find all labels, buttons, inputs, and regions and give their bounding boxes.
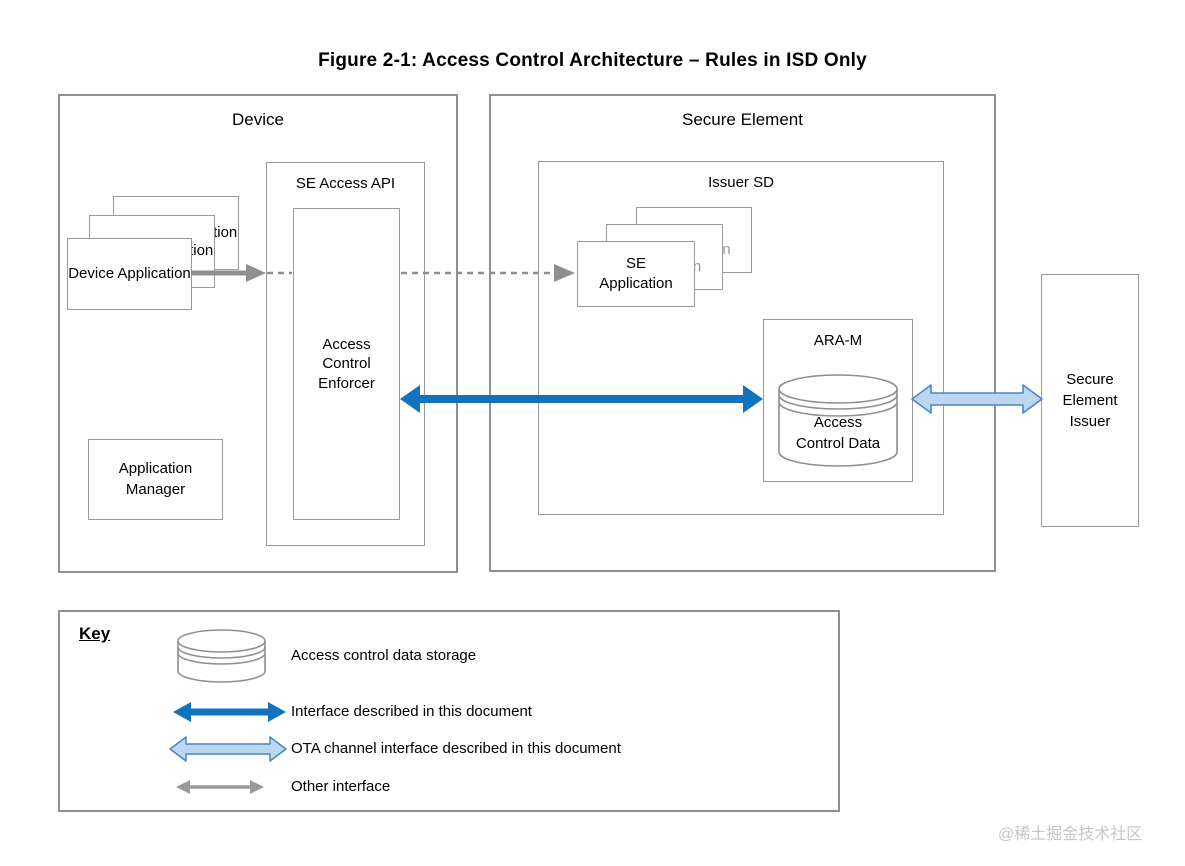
- application-manager-box: Application Manager: [88, 439, 223, 520]
- key-storage-label: Access control data storage: [291, 647, 477, 664]
- access-control-enforcer-box: Access Control Enforcer: [293, 208, 400, 520]
- key-title: Key: [79, 624, 111, 643]
- device-box: Device: [58, 94, 458, 573]
- se-access-api-box: SE Access API: [266, 162, 425, 546]
- issuer-sd-box: Issuer SD: [538, 161, 944, 515]
- watermark-text: @稀土掘金技术社区: [998, 826, 1143, 843]
- key-interface-label: Interface described in this document: [291, 703, 532, 720]
- se-application-card-front: SE Application: [577, 241, 695, 307]
- figure-title: Figure 2-1: Access Control Architecture …: [318, 50, 867, 71]
- key-ota-label: OTA channel interface described in this …: [291, 740, 621, 757]
- application-manager-label: Application Manager: [118, 460, 193, 498]
- secure-element-issuer-label: Secure Element Issuer: [1062, 371, 1118, 430]
- access-control-data-label: Access Control Data: [795, 414, 881, 452]
- ara-m-label: ARA-M: [813, 332, 863, 349]
- key-box: [58, 610, 840, 812]
- device-box-label: Device: [232, 110, 284, 129]
- secure-element-issuer-box: Secure Element Issuer: [1041, 274, 1139, 527]
- se-application-label: SE Application: [599, 254, 673, 292]
- access-control-enforcer-label: Access Control Enforcer: [318, 335, 375, 392]
- se-access-api-label: SE Access API: [295, 175, 396, 192]
- issuer-sd-label: Issuer SD: [708, 174, 774, 191]
- device-application-label: Device Application: [68, 264, 191, 282]
- key-other-label: Other interface: [291, 778, 391, 795]
- device-application-card-front: Device Application: [67, 238, 192, 310]
- ara-m-box: ARA-M: [763, 319, 913, 482]
- secure-element-box: Secure Element: [489, 94, 996, 572]
- secure-element-box-label: Secure Element: [682, 110, 803, 129]
